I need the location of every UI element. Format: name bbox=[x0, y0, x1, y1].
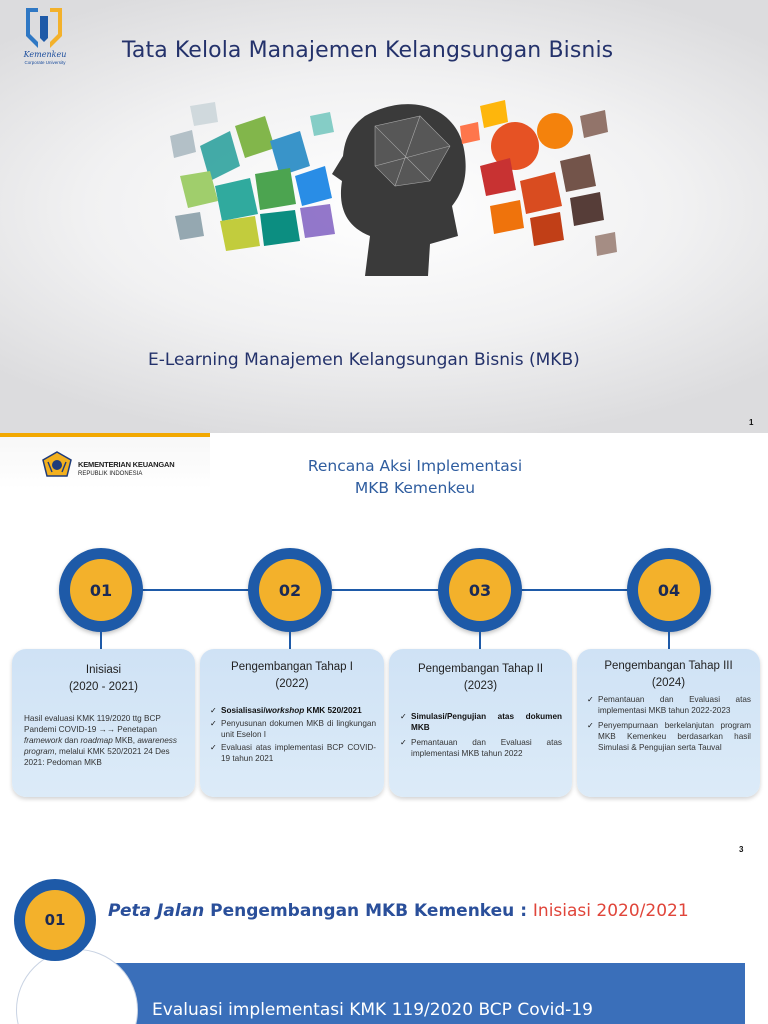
list-item: Penyusunan dokumen MKB di lingkungan uni… bbox=[210, 718, 376, 740]
list-item: Penyempurnaan berkelanjutan program MKB … bbox=[587, 720, 751, 753]
page-number: 3 bbox=[739, 845, 744, 854]
heading-main: Pengembangan MKB Kemenkeu : bbox=[204, 901, 533, 921]
step-connector bbox=[668, 631, 670, 649]
slide-3-heading: Peta Jalan Pengembangan MKB Kemenkeu : I… bbox=[108, 901, 689, 921]
kemenkeu-emblem-icon bbox=[42, 451, 72, 477]
step-connector bbox=[289, 631, 291, 649]
step-number: 01 bbox=[70, 559, 132, 621]
phase-card-inisiasi: Inisiasi (2020 - 2021) Hasil evaluasi KM… bbox=[12, 649, 195, 797]
digital-head-illustration bbox=[170, 100, 617, 276]
list-item-text: Pemantauan dan Evaluasi atas implementas… bbox=[598, 695, 751, 715]
step-number: 04 bbox=[638, 559, 700, 621]
slide-1: Kemenkeu Corporate University Tata Kelol… bbox=[0, 0, 768, 433]
corpu-logo bbox=[18, 4, 70, 68]
timeline-line bbox=[100, 589, 670, 591]
list-item: Pemantauan dan Evaluasi atas implementas… bbox=[587, 694, 751, 716]
step-connector bbox=[100, 631, 102, 649]
phase-title: Inisiasi bbox=[85, 664, 122, 676]
step-connector bbox=[479, 631, 481, 649]
phase-period: (2020 - 2021) bbox=[68, 681, 139, 693]
list-item-text: Penyempurnaan berkelanjutan program MKB … bbox=[598, 721, 751, 752]
slide-2-title-line-1: Rencana Aksi Implementasi bbox=[307, 457, 523, 475]
corpu-logo-icon bbox=[26, 8, 62, 48]
step-circle-04: 04 bbox=[627, 548, 711, 632]
list-item-text: Penyusunan dokumen MKB di lingkungan uni… bbox=[221, 719, 376, 739]
phase-card-tahap-1: Pengembangan Tahap I (2022) Sosialisasi/… bbox=[200, 649, 384, 797]
phase-body-list: Pemantauan dan Evaluasi atas implementas… bbox=[587, 694, 751, 755]
step-circle-03: 03 bbox=[438, 548, 522, 632]
list-item: Evaluasi atas implementasi BCP COVID-19 … bbox=[210, 742, 376, 764]
slide-2-title: Rencana Aksi Implementasi MKB Kemenkeu bbox=[260, 455, 570, 499]
phase-period: (2023) bbox=[463, 680, 498, 692]
emphasis-term: workshop bbox=[265, 706, 305, 715]
slide-2-title-line-2: MKB Kemenkeu bbox=[354, 479, 476, 497]
step-number: 02 bbox=[259, 559, 321, 621]
slide-2: KEMENTERIAN KEUANGAN REPUBLIK INDONESIA … bbox=[0, 433, 768, 863]
emphasis-term: awareness program bbox=[24, 736, 177, 756]
corpu-logo-text: Kemenkeu bbox=[23, 50, 67, 59]
decorative-circle bbox=[16, 949, 138, 1024]
org-name: KEMENTERIAN KEUANGAN bbox=[78, 460, 175, 469]
slide-1-title: Tata Kelola Manajemen Kelangsungan Bisni… bbox=[122, 38, 614, 63]
phase-title: Pengembangan Tahap III bbox=[604, 660, 733, 672]
list-item-bold: Simulasi/Pengujian atas dokumen MKB bbox=[411, 712, 562, 732]
heading-highlight: Inisiasi 2020/2021 bbox=[532, 901, 689, 921]
list-item: Sosialisasi/workshop KMK 520/2021 bbox=[210, 705, 376, 716]
corpu-logo-subtext: Corporate University bbox=[24, 60, 66, 65]
phase-period: (2022) bbox=[275, 678, 309, 690]
org-subname: REPUBLIK INDONESIA bbox=[78, 471, 143, 477]
page-number: 1 bbox=[749, 418, 754, 427]
header-accent-bar bbox=[0, 433, 210, 437]
emphasis-term: roadmap bbox=[80, 736, 113, 745]
section-band bbox=[115, 963, 745, 1024]
emphasis-term: framework bbox=[24, 736, 63, 745]
list-item: Simulasi/Pengujian atas dokumen MKB bbox=[400, 711, 562, 733]
step-circle-02: 02 bbox=[248, 548, 332, 632]
phase-card-tahap-2: Pengembangan Tahap II (2023) Simulasi/Pe… bbox=[389, 649, 572, 797]
phase-body-list: Sosialisasi/workshop KMK 520/2021 Penyus… bbox=[210, 705, 376, 766]
list-item: Pemantauan dan Evaluasi atas implementas… bbox=[400, 737, 562, 759]
phase-body-list: Simulasi/Pengujian atas dokumen MKB Pema… bbox=[400, 711, 562, 761]
step-number: 03 bbox=[449, 559, 511, 621]
section-band-text: Evaluasi implementasi KMK 119/2020 BCP C… bbox=[152, 1000, 593, 1020]
phase-card-tahap-3: Pengembangan Tahap III (2024) Pemantauan… bbox=[577, 649, 760, 797]
phase-body-text: Hasil evaluasi KMK 119/2020 ttg BCP Pand… bbox=[24, 714, 177, 767]
heading-italic: Peta Jalan bbox=[108, 901, 205, 921]
step-number: 01 bbox=[25, 890, 85, 950]
phase-title: Pengembangan Tahap I bbox=[231, 661, 353, 673]
header-logo-area bbox=[0, 437, 210, 489]
step-circle-01: 01 bbox=[59, 548, 143, 632]
step-circle-01: 01 bbox=[14, 879, 96, 961]
list-item-bold: Sosialisasi/workshop KMK 520/2021 bbox=[221, 706, 362, 715]
list-item-text: Pemantauan dan Evaluasi atas implementas… bbox=[411, 738, 562, 758]
list-item-text: Evaluasi atas implementasi BCP COVID-19 … bbox=[221, 743, 376, 763]
phase-period: (2024) bbox=[651, 677, 686, 689]
slide-1-subtitle: E-Learning Manajemen Kelangsungan Bisnis… bbox=[148, 350, 580, 370]
phase-title: Pengembangan Tahap II bbox=[417, 663, 544, 675]
slide-3: 01 Peta Jalan Pengembangan MKB Kemenkeu … bbox=[0, 863, 768, 1024]
